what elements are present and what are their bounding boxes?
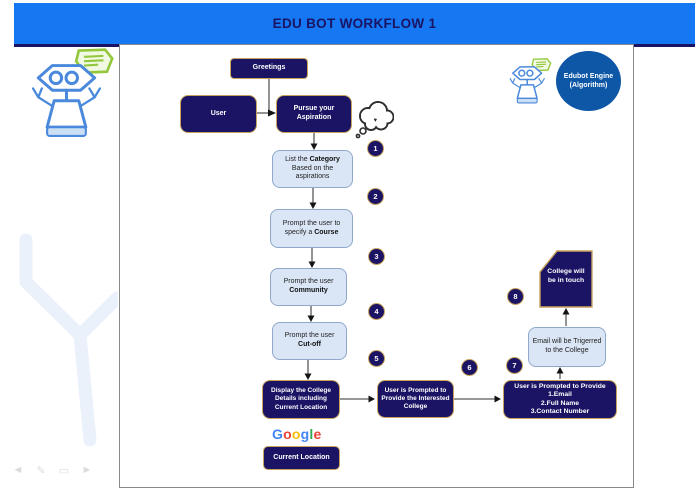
- page-title: EDU BOT WORKFLOW 1: [272, 16, 437, 31]
- node-list-category: List the Category Based on the aspiratio…: [272, 150, 353, 188]
- edubot-engine-node: Edubot Engine (Algorithm): [556, 51, 621, 111]
- slides-icon[interactable]: ▭: [58, 465, 70, 477]
- step-badge-7: 7: [506, 357, 523, 374]
- node-college-in-touch: College will be in touch: [539, 250, 593, 308]
- node-current-location: Current Location: [263, 446, 340, 470]
- node-pursue-aspiration: Pursue your Aspiration: [276, 95, 352, 133]
- header-bar: EDU BOT WORKFLOW 1: [14, 3, 695, 47]
- step-badge-1: 1: [367, 140, 384, 157]
- pen-icon[interactable]: ✎: [36, 465, 46, 477]
- node-interested-college: User is Prompted to Provide the Interest…: [377, 380, 454, 418]
- robot-icon-small: [505, 57, 553, 111]
- node-display-college: Display the College Details including Cu…: [262, 380, 340, 419]
- edubot-engine-line2: (Algorithm): [569, 82, 608, 89]
- node-provide-details: User is Prompted to Provide 1.Email 2.Fu…: [503, 380, 617, 419]
- step-badge-3: 3: [368, 248, 385, 265]
- forward-arrow-icon[interactable]: ►: [81, 464, 93, 476]
- step-badge-8: 8: [507, 288, 524, 305]
- step-badge-4: 4: [368, 303, 385, 320]
- node-cutoff: Prompt the user Cut-off: [272, 322, 347, 360]
- node-email-trigger: Email will be Trigerred to the College: [528, 327, 606, 367]
- edubot-engine-line1: Edubot Engine: [563, 72, 614, 80]
- background-watermark: [0, 150, 118, 494]
- thought-cloud-icon: [354, 100, 395, 140]
- node-community: Prompt the user Community: [270, 268, 347, 306]
- node-user: User: [180, 95, 257, 133]
- back-arrow-icon[interactable]: ◄: [12, 464, 24, 476]
- step-badge-5: 5: [368, 350, 385, 367]
- node-specify-course: Prompt the user to specify a Course: [270, 209, 353, 248]
- robot-icon: [26, 46, 114, 152]
- step-badge-6: 6: [461, 359, 478, 376]
- google-logo: Google: [272, 426, 322, 442]
- step-badge-2: 2: [367, 188, 384, 205]
- node-greetings: Greetings: [230, 58, 308, 79]
- presentation-controls: ◄ ✎ ▭ ►: [12, 464, 93, 477]
